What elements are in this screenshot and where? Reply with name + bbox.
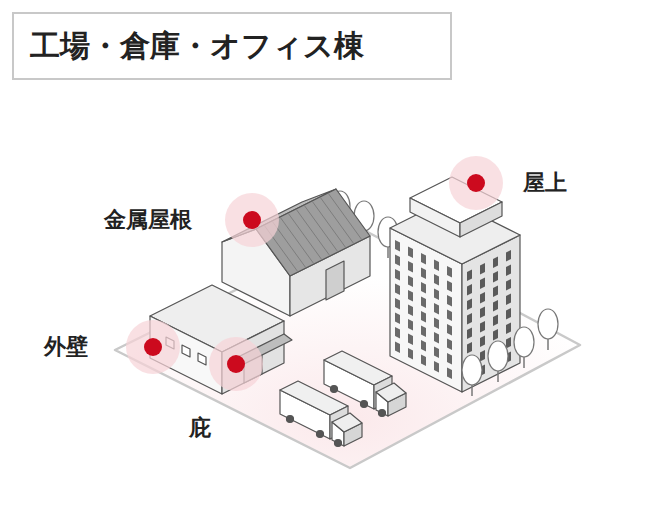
window: [434, 332, 439, 344]
window: [395, 342, 400, 354]
window: [408, 290, 413, 302]
window: [480, 336, 485, 348]
window: [434, 274, 439, 286]
window: [506, 250, 511, 262]
window: [408, 319, 413, 331]
window: [421, 311, 426, 323]
window: [506, 323, 511, 335]
tree: [514, 327, 534, 368]
window: [506, 337, 511, 349]
window: [467, 299, 472, 311]
roof-stripe: [280, 217, 314, 264]
window: [421, 282, 426, 294]
office-tower: [390, 177, 520, 392]
tree: [538, 309, 558, 350]
window: [408, 348, 413, 360]
window: [467, 342, 472, 354]
window: [395, 327, 400, 339]
window: [447, 368, 452, 380]
window: [408, 305, 413, 317]
marker-group: [126, 156, 503, 391]
tree: [488, 341, 508, 382]
window: [447, 295, 452, 307]
window: [506, 308, 511, 320]
roof-stripe: [304, 205, 338, 252]
window: [421, 355, 426, 367]
title-box: 工場・倉庫・オフィス棟: [12, 12, 452, 80]
window: [408, 334, 413, 346]
truck-group: [280, 351, 406, 447]
window: [434, 303, 439, 315]
tree: [462, 355, 482, 396]
window: [421, 253, 426, 265]
window: [506, 294, 511, 306]
window: [395, 284, 400, 296]
window: [434, 260, 439, 272]
window: [434, 347, 439, 359]
window: [493, 300, 498, 312]
roof-stripe: [328, 193, 362, 240]
window: [480, 278, 485, 290]
part-label: 金属屋根: [104, 205, 192, 235]
window: [467, 328, 472, 340]
window: [493, 329, 498, 341]
part-label: 屋上: [523, 168, 567, 198]
window: [395, 313, 400, 325]
window: [395, 240, 400, 252]
window: [493, 271, 498, 283]
truck: [280, 381, 362, 447]
diagram-title: 工場・倉庫・オフィス棟: [30, 26, 364, 67]
window: [447, 266, 452, 278]
window: [421, 268, 426, 280]
window: [493, 315, 498, 327]
part-label: 庇: [189, 413, 211, 443]
window: [447, 310, 452, 322]
window: [447, 281, 452, 293]
window: [421, 340, 426, 352]
window: [467, 313, 472, 325]
window: [434, 318, 439, 330]
window: [506, 265, 511, 277]
window: [447, 353, 452, 365]
tree-group: [462, 309, 558, 396]
window: [395, 298, 400, 310]
window: [480, 307, 485, 319]
window: [480, 292, 485, 304]
window: [447, 324, 452, 336]
roof-stripe: [296, 209, 330, 256]
site-ground: [115, 228, 580, 468]
window: [395, 269, 400, 281]
window: [447, 339, 452, 351]
roof-stripe: [320, 197, 354, 244]
window: [434, 289, 439, 301]
window: [408, 261, 413, 273]
roof-stripe: [288, 213, 322, 260]
window: [467, 270, 472, 282]
window: [493, 257, 498, 269]
roof-stripe: [312, 201, 346, 248]
window: [434, 361, 439, 373]
part-label: 外壁: [44, 332, 88, 362]
window: [480, 321, 485, 333]
window: [480, 263, 485, 275]
window: [395, 255, 400, 267]
window: [493, 286, 498, 298]
warehouse: [222, 189, 370, 316]
window: [480, 350, 485, 362]
window: [421, 297, 426, 309]
window: [467, 284, 472, 296]
window: [506, 279, 511, 291]
window: [408, 247, 413, 259]
window: [408, 276, 413, 288]
window: [421, 326, 426, 338]
